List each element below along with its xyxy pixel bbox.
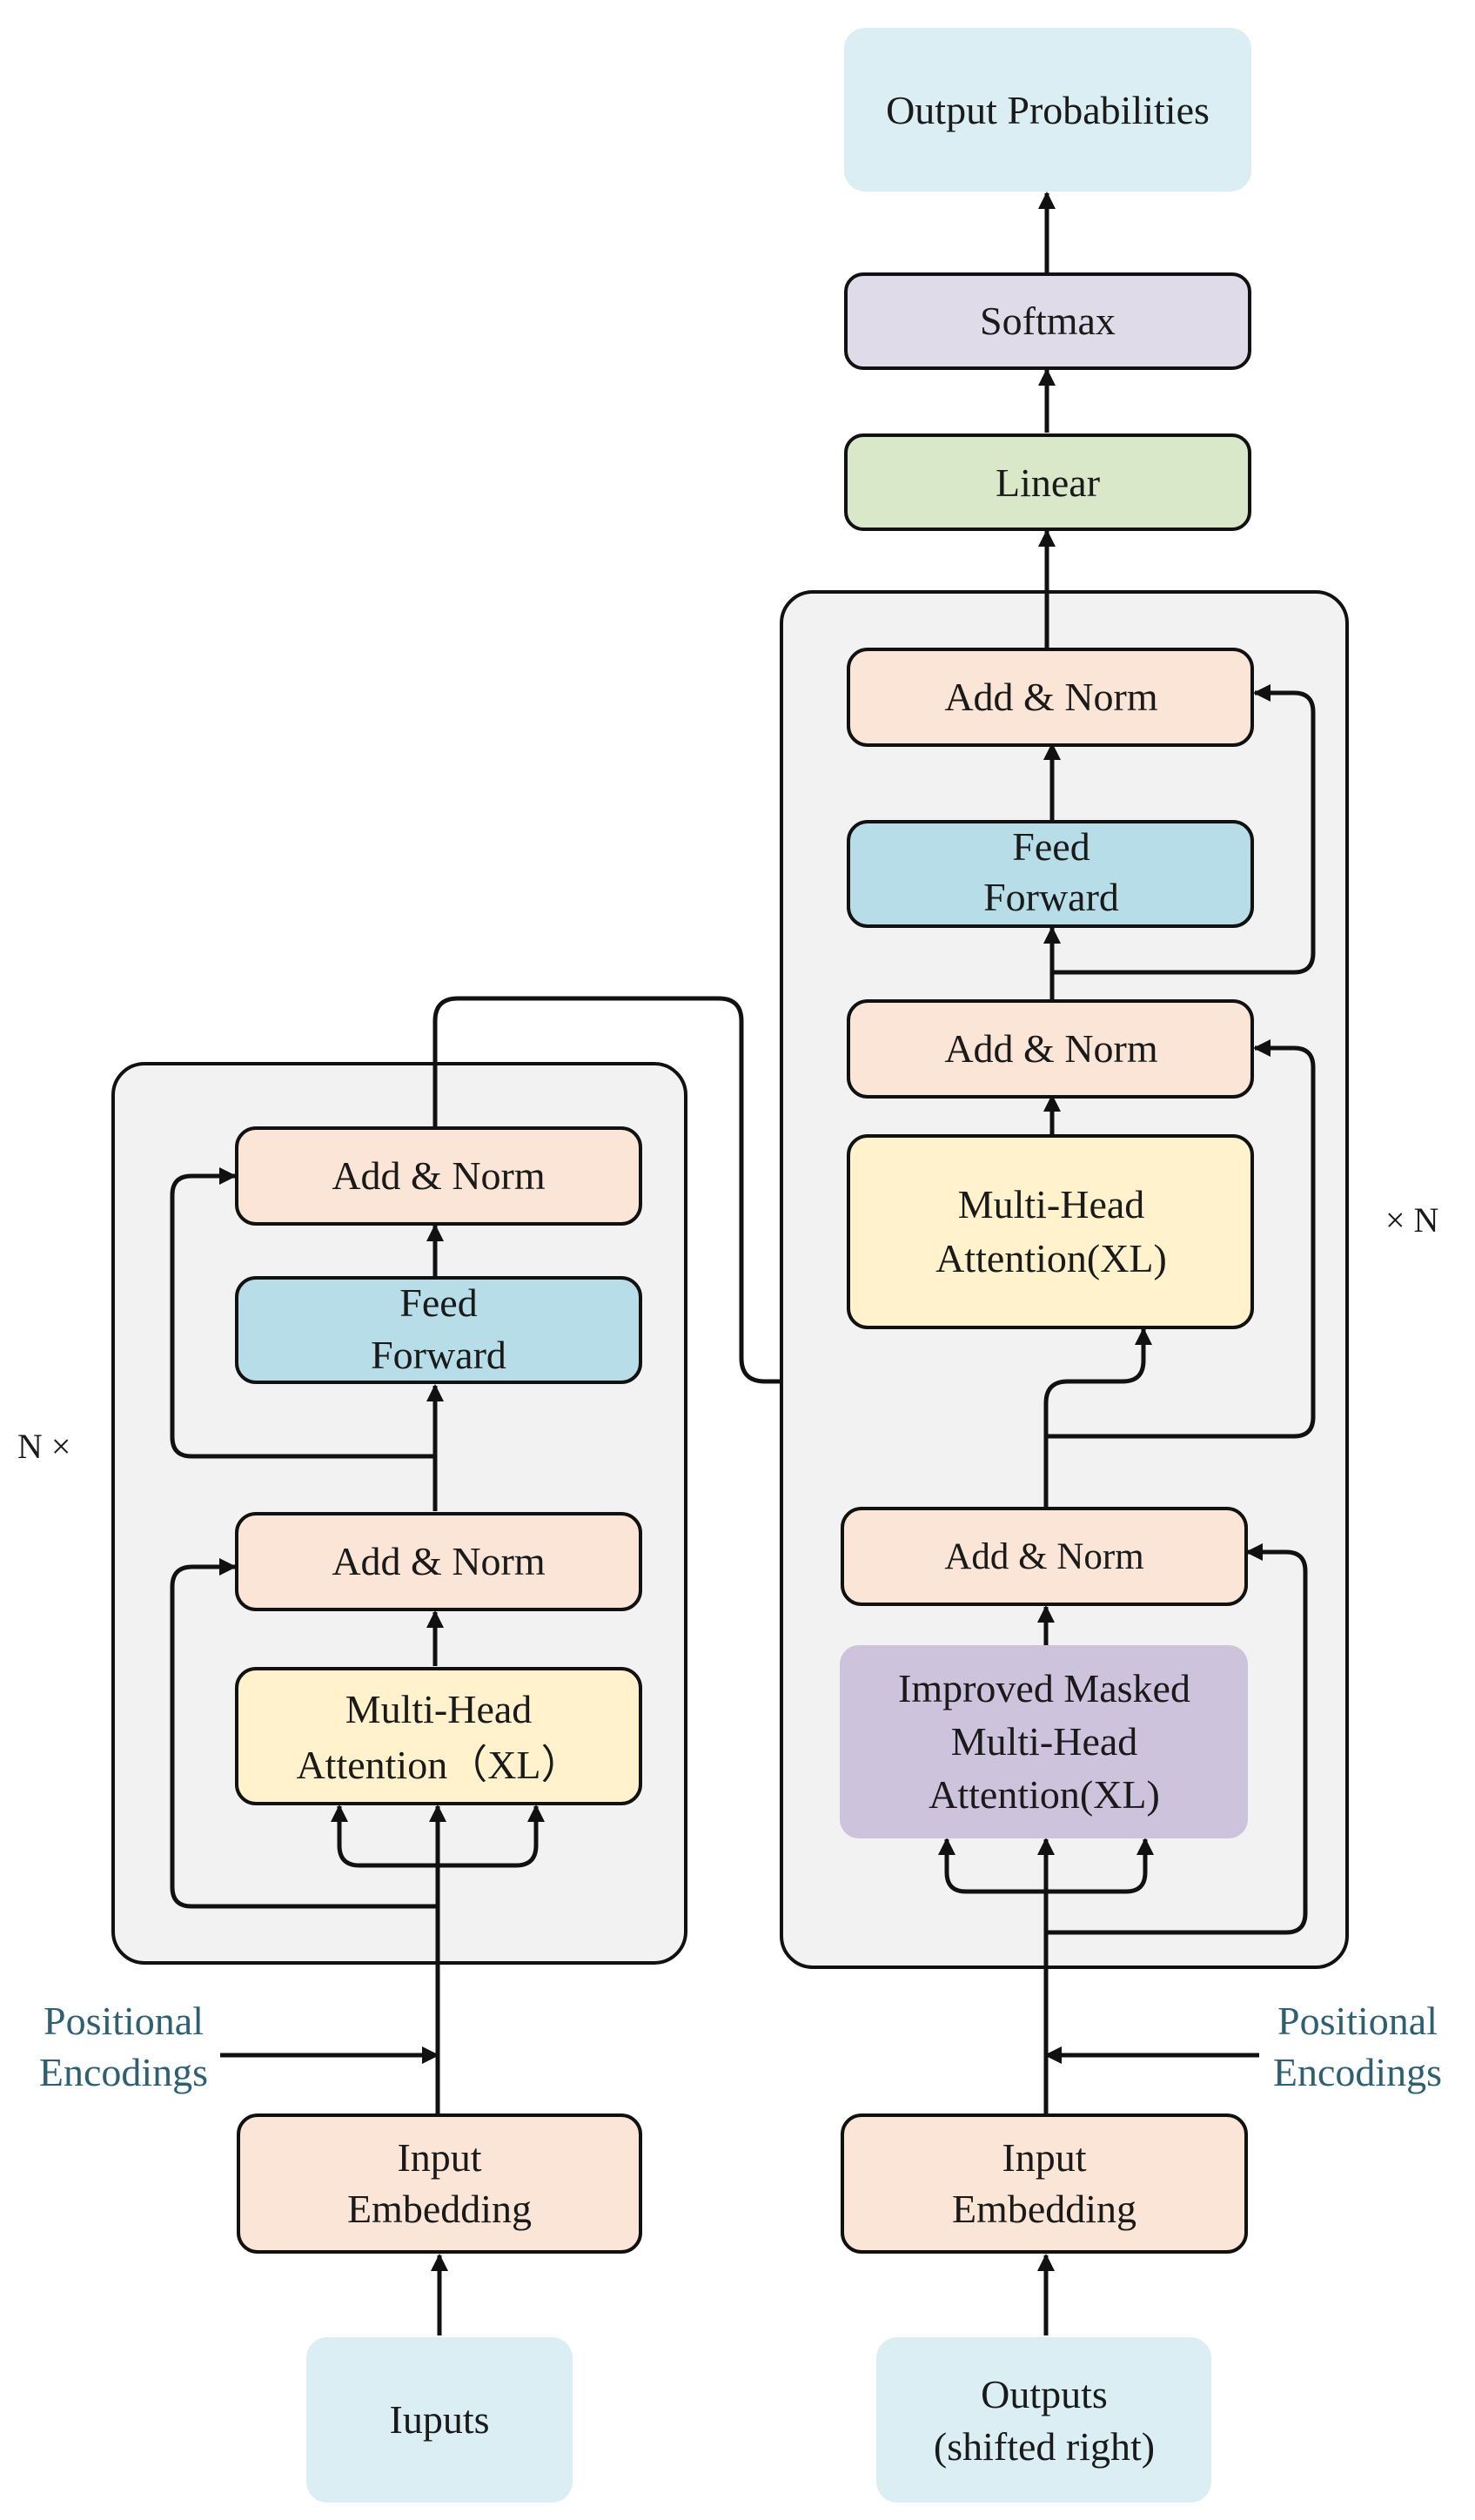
- decoder-add-norm-top: [847, 648, 1254, 747]
- decoder-multi-head-attention: [847, 1134, 1254, 1329]
- encoder-attention-label-line2: Attention（XL）: [296, 1743, 580, 1787]
- decoder-linear: [844, 433, 1251, 531]
- encoder-add-norm-bottom-label: Add & Norm: [332, 1539, 546, 1583]
- encoder-positional-label-line1: Positional: [44, 1999, 204, 2043]
- decoder-feed-forward-label-line1: Feed: [1012, 824, 1089, 869]
- encoder-embedding-label-line1: Input: [397, 2135, 481, 2180]
- encoder-inputs-terminal: [306, 2337, 573, 2503]
- decoder-outputs-terminal: [876, 2337, 1211, 2503]
- decoder-add-norm-middle: [847, 999, 1254, 1099]
- decoder-feed-forward-label-line2: Forward: [983, 875, 1119, 919]
- encoder-repeat-label: N ×: [17, 1427, 70, 1466]
- decoder-positional-label-line1: Positional: [1277, 1999, 1438, 2043]
- encoder-input-embedding: [237, 2113, 642, 2254]
- decoder-add-norm-middle-label: Add & Norm: [944, 1026, 1158, 1071]
- encoder-positional-label-line2: Encodings: [39, 2050, 208, 2094]
- decoder-masked-label-line1: Improved Masked: [898, 1666, 1190, 1710]
- encoder-add-norm-top: [235, 1126, 642, 1226]
- decoder-attention-label-line1: Multi-Head: [958, 1182, 1145, 1226]
- decoder-connectors: [938, 192, 1316, 2335]
- encoder-attention-label-line1: Multi-Head: [345, 1687, 533, 1731]
- decoder-softmax: [844, 272, 1251, 370]
- decoder-masked-label-line3: Attention(XL): [929, 1772, 1160, 1817]
- decoder-outputs-label-line1: Outputs: [981, 2372, 1108, 2416]
- decoder-outputs-label-line2: (shifted right): [934, 2424, 1155, 2469]
- decoder-feed-forward: [847, 820, 1254, 928]
- decoder-add-norm-bottom-label: Add & Norm: [944, 1536, 1143, 1577]
- decoder-attention-label-line2: Attention(XL): [935, 1236, 1167, 1280]
- encoder-feed-forward-label-line2: Forward: [371, 1333, 506, 1377]
- encoder-feed-forward: [235, 1276, 642, 1384]
- encoder-embedding-label-line2: Embedding: [347, 2187, 532, 2231]
- encoder-multi-head-attention: [235, 1667, 642, 1805]
- decoder-output-probabilities-label: Output Probabilities: [886, 88, 1210, 132]
- decoder-softmax-label: Softmax: [980, 299, 1116, 343]
- decoder-add-norm-top-label: Add & Norm: [944, 675, 1158, 719]
- decoder-output-probabilities: [844, 28, 1251, 192]
- decoder-linear-label: Linear: [996, 460, 1100, 505]
- decoder-embedding-label-line2: Embedding: [952, 2187, 1136, 2231]
- decoder-positional-label-line2: Encodings: [1273, 2050, 1442, 2094]
- decoder-masked-label-line2: Multi-Head: [951, 1719, 1138, 1764]
- encoder-add-norm-bottom: [235, 1512, 642, 1611]
- decoder-add-norm-bottom: [841, 1507, 1248, 1606]
- encoder-inputs-label: Iuputs: [390, 2397, 490, 2442]
- decoder-input-embedding: [841, 2113, 1248, 2254]
- encoder-add-norm-top-label: Add & Norm: [332, 1153, 546, 1198]
- decoder-improved-masked-attention: [840, 1645, 1248, 1838]
- encoder-feed-forward-label-line1: Feed: [399, 1280, 477, 1325]
- decoder-embedding-label-line1: Input: [1002, 2135, 1086, 2180]
- decoder-repeat-label: × N: [1385, 1200, 1438, 1240]
